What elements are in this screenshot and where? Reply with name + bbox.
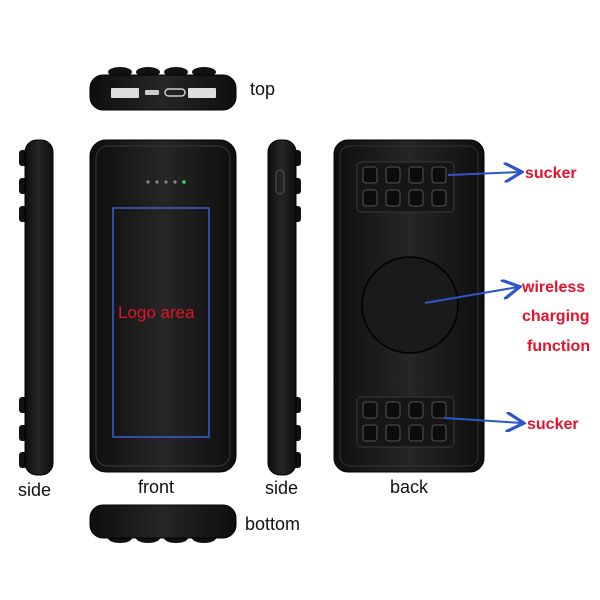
- front-view: Logo area: [89, 139, 237, 473]
- callout-wireless-1: wireless: [521, 279, 585, 296]
- sucker-cup: [431, 401, 447, 419]
- sucker-cup: [408, 166, 424, 184]
- sucker-cup: [385, 424, 401, 442]
- sucker-cup: [385, 189, 401, 207]
- sucker-cup: [362, 189, 378, 207]
- bottom-view: [89, 504, 237, 543]
- arrow-sucker-bottom: [443, 418, 522, 423]
- right-side-view: [267, 139, 301, 476]
- callout-sucker-top: sucker: [525, 165, 577, 182]
- sucker-panel: [356, 161, 455, 213]
- sucker-cup: [408, 189, 424, 207]
- left-side-view: [19, 139, 54, 476]
- sucker-cup: [362, 166, 378, 184]
- callout-sucker-bottom: sucker: [527, 416, 579, 433]
- callout-wireless-2: charging: [522, 308, 590, 325]
- label-front: front: [138, 477, 174, 497]
- sucker-panel: [356, 396, 455, 448]
- logo-area-label: Logo area: [118, 303, 195, 322]
- label-side-right: side: [265, 478, 298, 498]
- label-side-left: side: [18, 480, 51, 500]
- label-bottom: bottom: [245, 514, 300, 534]
- sucker-cup: [385, 401, 401, 419]
- sucker-cup: [362, 424, 378, 442]
- label-top: top: [250, 79, 275, 99]
- sucker-cup: [431, 424, 447, 442]
- back-view: [333, 139, 485, 473]
- logo-area-box: [112, 207, 210, 438]
- label-back: back: [390, 477, 429, 497]
- sucker-cup: [385, 166, 401, 184]
- usb-c-port-icon: [164, 88, 186, 97]
- usb-a-port-icon: [188, 88, 216, 98]
- sucker-cup: [408, 401, 424, 419]
- sucker-cup: [431, 189, 447, 207]
- top-view: [89, 67, 237, 111]
- callout-wireless-3: function: [527, 338, 590, 355]
- sucker-cup: [408, 424, 424, 442]
- sucker-cup: [362, 401, 378, 419]
- power-button: [275, 169, 285, 195]
- sucker-cup: [431, 166, 447, 184]
- battery-led-indicators: [146, 180, 186, 184]
- micro-usb-port-icon: [145, 90, 159, 95]
- arrow-wireless: [424, 287, 518, 304]
- usb-a-port-icon: [111, 88, 139, 98]
- wireless-charging-pad: [361, 256, 459, 354]
- arrow-sucker-top: [447, 172, 520, 175]
